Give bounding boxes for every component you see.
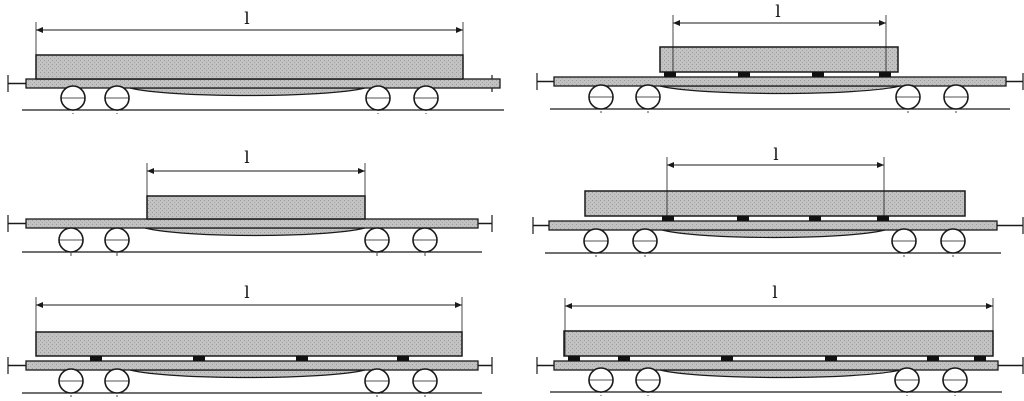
dimension-arrow-right <box>455 302 462 308</box>
wagon-panel-1: l <box>7 9 504 114</box>
support-pad <box>809 216 821 221</box>
dimension-arrow-right <box>877 162 884 168</box>
support-pad <box>927 356 939 361</box>
dimension-arrow-left <box>36 27 43 33</box>
wagon-deck <box>548 220 998 231</box>
support-pad <box>974 356 986 361</box>
dimension-arrow-right <box>879 20 886 26</box>
wagon-deck <box>553 360 999 371</box>
support-pad <box>879 72 891 77</box>
dimension-arrow-right <box>986 303 993 309</box>
underframe-belly <box>661 229 886 239</box>
wagon-panel-5: l <box>7 283 493 397</box>
support-pad <box>825 356 837 361</box>
load-block <box>563 330 994 357</box>
dimension-label: l <box>772 283 777 303</box>
load-block <box>35 54 464 80</box>
underframe-belly <box>659 369 901 379</box>
support-pad <box>664 72 676 77</box>
load-block <box>659 46 899 73</box>
dimension-arrow-right <box>456 27 463 33</box>
dimension-label: l <box>244 148 249 168</box>
underframe-belly <box>144 227 366 237</box>
wagon-panel-6: l <box>536 283 1024 396</box>
underframe-belly <box>659 85 901 95</box>
wagon-deck <box>25 360 479 371</box>
support-pad <box>193 356 205 361</box>
dimension-arrow-right <box>358 168 365 174</box>
dimension-label: l <box>775 2 780 22</box>
underframe-belly <box>129 369 366 379</box>
dimension-label: l <box>773 145 778 165</box>
dimension-arrow-left <box>667 162 674 168</box>
load-block <box>146 195 366 220</box>
dimension-label: l <box>244 9 249 29</box>
support-pad <box>662 216 674 221</box>
support-pad <box>90 356 102 361</box>
support-pad <box>812 72 824 77</box>
wagon-panel-2: l <box>536 2 1024 113</box>
underframe-belly <box>129 87 366 97</box>
wagon-deck <box>553 76 1007 87</box>
wagon-panel-4: l <box>532 145 1024 257</box>
dimension-arrow-left <box>673 20 680 26</box>
support-pad <box>737 216 749 221</box>
load-block <box>584 190 966 217</box>
wagon-deck <box>25 218 479 229</box>
dimension-arrow-left <box>565 303 572 309</box>
support-pad <box>397 356 409 361</box>
support-pad <box>568 356 580 361</box>
support-pad <box>738 72 750 77</box>
wagon-panel-3: l <box>7 148 493 256</box>
support-pad <box>296 356 308 361</box>
support-pad <box>618 356 630 361</box>
support-pad <box>721 356 733 361</box>
dimension-arrow-left <box>36 302 43 308</box>
support-pad <box>877 216 889 221</box>
dimension-arrow-left <box>147 168 154 174</box>
dimension-label: l <box>244 283 249 303</box>
load-block <box>35 331 463 357</box>
